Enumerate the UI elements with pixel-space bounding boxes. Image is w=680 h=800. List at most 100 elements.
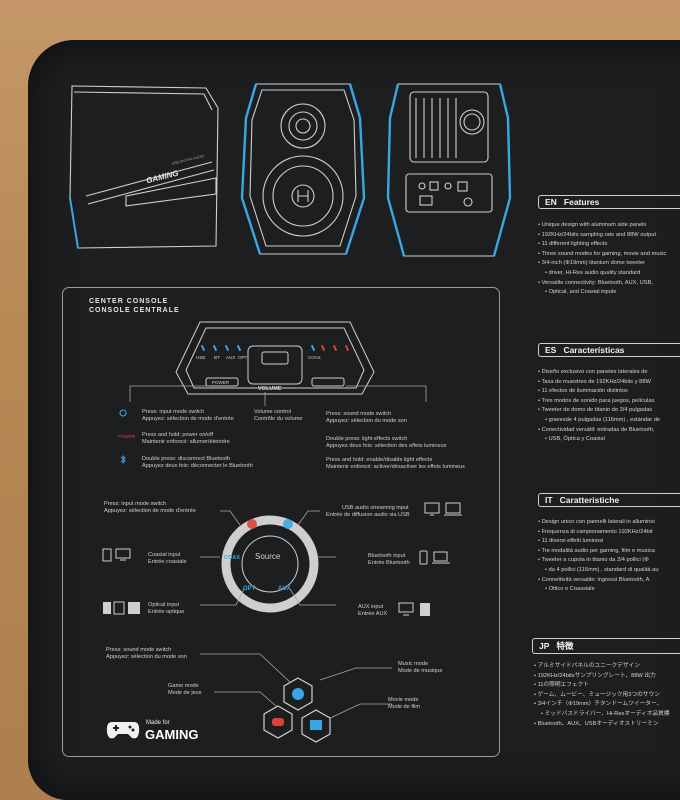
panel-icon-opt: OPT <box>238 355 248 360</box>
features-it-code: IT <box>545 495 553 505</box>
list-item: Tweeter a cupola in titanio da 3/4 polli… <box>538 556 659 566</box>
callout-power-tag: POWER <box>118 434 136 439</box>
panel-icon-coax: COAX <box>308 355 321 360</box>
list-item: Unique design with aluminum side panels <box>538 221 666 231</box>
list-item: Tres modos de sonido para juegos, pelícu… <box>538 397 660 407</box>
features-jp-title: JP 特徴 <box>532 638 680 654</box>
callout-sound-mode-en: Press: sound mode switch <box>326 411 392 417</box>
list-item: 11の照明エフェクト <box>534 681 669 691</box>
list-item-cont: gravesde 4 pulgadas (116mm) , estándar d… <box>538 416 661 426</box>
source-usb-fr: Entrée de diffusion audio via USB <box>326 512 410 518</box>
list-item: Tre modalità audio per gaming, film e mu… <box>538 547 659 557</box>
list-item: Connettività versatile: ingressi Bluetoo… <box>538 576 659 586</box>
list-item: Tasa de muestreo de 192KHz/24bits y 88W <box>538 378 660 388</box>
features-it-heading: Caratteristiche <box>559 495 620 505</box>
features-jp-code: JP <box>539 641 550 651</box>
features-es-title: ES Características <box>538 343 680 357</box>
console-callout-lines <box>129 385 427 406</box>
sound-music-fr: Mode de musique <box>398 668 443 674</box>
speaker-front-view <box>240 83 366 255</box>
list-item: Versatile connectivity: Bluetooth, AUX, … <box>538 279 666 289</box>
source-opt: OPT <box>243 586 256 592</box>
callout-light-toggle-fr: Maintenir enfoncé: activer/désactiver le… <box>326 464 465 470</box>
panel-icon-usb: USB <box>196 355 206 360</box>
callout-light-switch-fr: Appuyez deux fois: sélection des effets … <box>326 443 447 449</box>
panel-icon-bt: BT <box>214 355 220 360</box>
source-aux: AUX <box>278 586 291 592</box>
sound-press-en: Press: sound mode switch <box>106 647 172 653</box>
features-en-list: Unique design with aluminum side panels … <box>538 221 666 298</box>
sound-press-fr: Appuyez: sélection du mode son <box>106 654 187 660</box>
coax-devices-icon <box>102 548 131 562</box>
center-console-box <box>62 287 500 757</box>
callout-bt-en: Double press: disconnect Bluetooth <box>142 456 231 462</box>
source-aux-en: AUX input <box>358 604 384 610</box>
callout-volume-en: Volume control <box>254 409 292 415</box>
sound-game-en: Game mode <box>168 683 199 689</box>
list-item: 192KHz/24bits sampling rate and 88W outp… <box>538 231 666 241</box>
list-item: Conectividad versátil: entradas de Bluet… <box>538 426 660 436</box>
panel-icon-aux: AUX <box>226 355 236 360</box>
sound-mode-hexagons <box>263 677 331 743</box>
source-press-en: Press: input mode switch <box>104 501 167 507</box>
list-item: Design unico con pannelli laterali in al… <box>538 518 659 528</box>
features-jp-list: アルミサイドパネルのユニークデザイン 192KHz/24bitsサンプリングレー… <box>534 662 670 730</box>
features-en-heading: Features <box>563 197 600 207</box>
list-item-cont: Optical, and Coaxial inputs <box>538 288 666 298</box>
features-es-heading: Características <box>563 345 625 355</box>
console-title-en: CENTER CONSOLE <box>89 298 169 305</box>
callout-power-fr: Maintenir enfoncé: allumer/éteindre <box>142 439 230 445</box>
list-item: 11 diversi effetti luminosi <box>538 537 659 547</box>
features-en-title: EN Features <box>538 195 680 209</box>
monitor-speaker-icon <box>398 602 430 616</box>
source-bt-fr: Entrée Bluetooth <box>368 560 410 566</box>
monitor-icon <box>424 502 462 516</box>
source-dial <box>221 515 319 613</box>
input-mode-icon <box>119 409 127 417</box>
features-es-code: ES <box>545 345 557 355</box>
made-for-label: Made for <box>146 720 170 726</box>
console-title-fr: CONSOLE CENTRALE <box>89 307 180 314</box>
source-opt-fr: Entrée optique <box>148 609 185 615</box>
source-center-label: Source <box>255 552 281 561</box>
list-item: Three sound modes for gaming, movie and … <box>538 250 666 260</box>
sound-movie-fr: Mode de film <box>388 704 421 710</box>
features-jp-heading: 特徴 <box>556 641 574 651</box>
source-opt-en: Optical input <box>148 602 180 608</box>
list-item-cont: da 4 pollici (116mm) , standard di quali… <box>538 566 659 576</box>
list-item: 3/4インチ（Φ19mm）チタンドームツイーター、 <box>534 700 669 710</box>
sound-mode-lines <box>200 653 392 721</box>
made-for-gaming: GAMING <box>145 727 199 742</box>
callout-input-mode-en: Press: input mode switch <box>142 409 205 415</box>
sound-game-fr: Mode de jeux <box>168 690 202 696</box>
source-press-fr: Appuyez: sélection de mode d'entrée <box>104 508 196 514</box>
sound-movie-en: Movie mode <box>388 697 419 703</box>
list-item: 11 efectos de iluminación distintos <box>538 387 660 397</box>
callout-sound-mode-fr: Appuyez: sélection du mode son <box>326 418 407 424</box>
gamepad-icon <box>106 722 140 739</box>
source-usb-en: USB audio streaming input <box>342 505 409 511</box>
source-coax: COAX <box>224 555 240 561</box>
source-coax-fr: Entrée coaxiale <box>148 559 187 565</box>
source-aux-fr: Entrée AUX <box>358 611 388 617</box>
list-item: ゲーム、ムービー、ミュージック用3つのサウン <box>534 691 669 701</box>
speaker-side-view: GAMING USB DIGITAL AUDIO <box>69 85 219 249</box>
features-es-list: Diseño exclusivo con paneles laterales d… <box>538 368 660 445</box>
source-coax-en: Coaxial input <box>148 552 181 558</box>
list-item: 192KHz/24bitsサンプリングレート、88W 出力 <box>534 672 669 682</box>
phone-laptop-icon <box>419 550 450 565</box>
callout-volume-fr: Contrôle du volume <box>254 416 303 422</box>
features-en-code: EN <box>545 197 557 207</box>
list-item: 3/4-inch (Φ19mm) titanium dome tweeter <box>538 259 666 269</box>
side-small-text: USB DIGITAL AUDIO <box>171 154 205 166</box>
source-bt-en: Bluetooth input <box>368 553 406 559</box>
list-item: Diseño exclusivo con paneles laterales d… <box>538 368 660 378</box>
console-panel-drawing <box>175 321 375 395</box>
callout-light-toggle-en: Press and hold: enable/disable light eff… <box>326 457 433 463</box>
list-item: Bluetooth、AUX、USBオーディオストリーミン <box>534 720 669 730</box>
callout-input-mode-fr: Appuyez: sélection de mode d'entrée <box>142 416 234 422</box>
source-callout-lines <box>200 510 336 606</box>
list-item: 11 different lighting effects <box>538 240 666 250</box>
features-it-list: Design unico con pannelli laterali in al… <box>538 518 659 595</box>
bluetooth-icon <box>120 455 126 464</box>
